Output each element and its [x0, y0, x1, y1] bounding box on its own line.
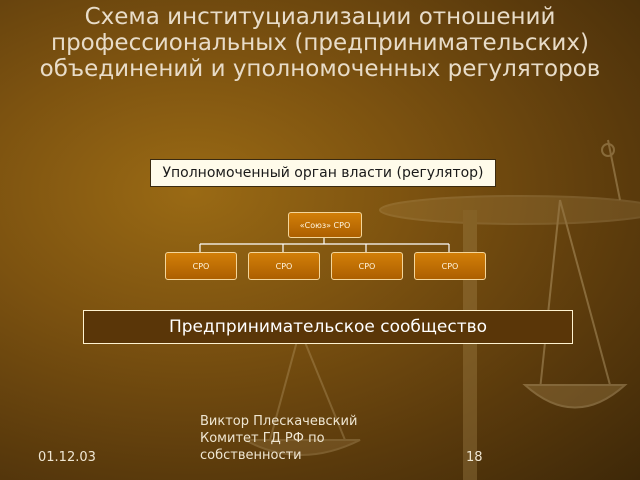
- business-community-box: Предпринимательское сообщество: [83, 310, 573, 344]
- footer-author: Виктор Плескачевский Комитет ГД РФ по со…: [200, 413, 430, 464]
- slide-title: Схема институциализации отношений профес…: [39, 4, 601, 82]
- union-sro-node: «Союз» СРО: [288, 212, 362, 238]
- footer-author-line: собственности: [200, 448, 302, 463]
- sro-node: СРО: [248, 252, 320, 280]
- footer-author-line: Комитет ГД РФ по: [200, 431, 325, 446]
- page-number: 18: [466, 450, 483, 465]
- sro-node: СРО: [414, 252, 486, 280]
- sro-node: СРО: [331, 252, 403, 280]
- sro-node: СРО: [165, 252, 237, 280]
- regulator-box: Уполномоченный орган власти (регулятор): [150, 159, 496, 187]
- footer-author-line: Виктор Плескачевский: [200, 414, 358, 429]
- footer-date: 01.12.03: [38, 450, 96, 465]
